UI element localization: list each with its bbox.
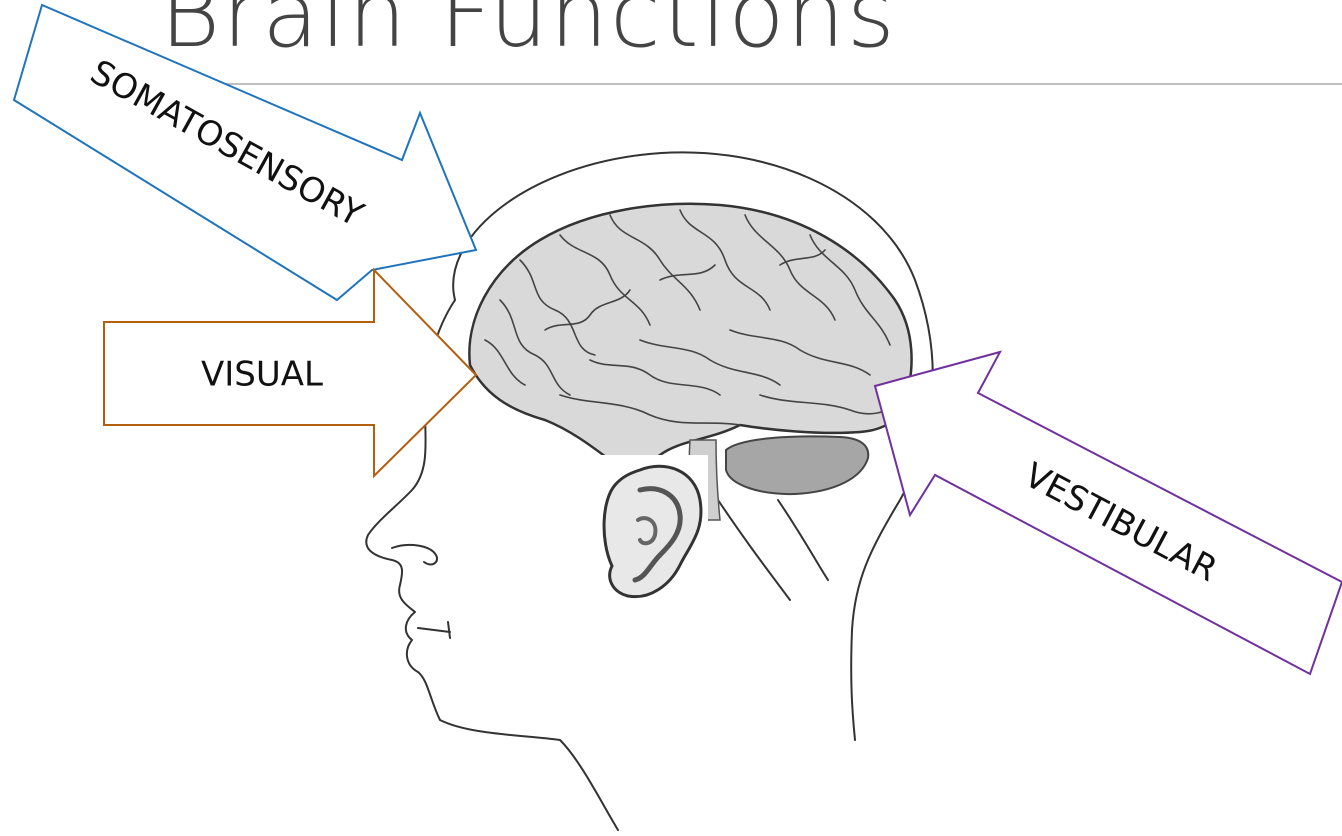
cerebellum-icon — [726, 436, 868, 494]
ear-icon — [600, 455, 708, 613]
visual-arrow: VISUAL — [104, 270, 476, 476]
visual-label: VISUAL — [201, 355, 323, 395]
somatosensory-arrow: SOMATOSENSORY — [14, 5, 476, 300]
vestibular-arrow: VESTIBULAR — [875, 352, 1342, 674]
